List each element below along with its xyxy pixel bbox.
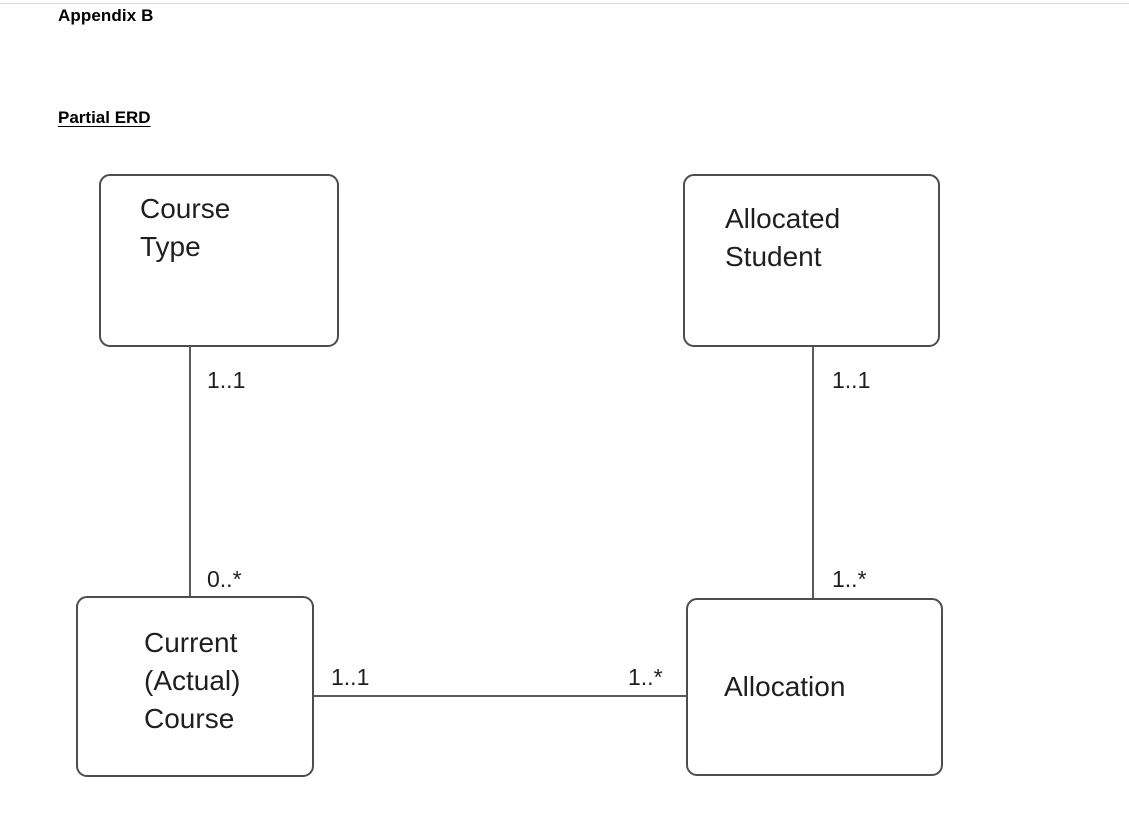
cardinality-allocation-left-end: 1..*: [628, 664, 663, 690]
entity-current-course-label: Current (Actual) Course: [144, 627, 241, 734]
entity-allocated-student-label: Allocated Student: [725, 203, 841, 272]
cardinality-current-course-right-end: 1..1: [331, 664, 370, 690]
entity-course-type-label: Course Type: [140, 193, 231, 262]
entity-current-course[interactable]: Current (Actual) Course: [76, 596, 314, 777]
page-top-divider: [0, 3, 1129, 4]
entity-allocation[interactable]: Allocation: [686, 598, 943, 776]
entity-allocation-label: Allocation: [724, 671, 846, 702]
entity-allocated-student[interactable]: Allocated Student: [683, 174, 940, 347]
appendix-title: Appendix B: [58, 6, 154, 25]
connector-course-type-to-current-course: [189, 347, 191, 597]
section-title: Partial ERD: [58, 108, 151, 127]
cardinality-course-type-end: 1..1: [207, 367, 246, 393]
entity-course-type[interactable]: Course Type: [99, 174, 339, 347]
connector-allocated-student-to-allocation: [812, 347, 814, 599]
cardinality-current-course-top-end: 0..*: [207, 566, 242, 592]
cardinality-allocated-student-end: 1..1: [832, 367, 871, 393]
connector-current-course-to-allocation: [314, 695, 687, 697]
cardinality-allocation-top-end: 1..*: [832, 566, 867, 592]
